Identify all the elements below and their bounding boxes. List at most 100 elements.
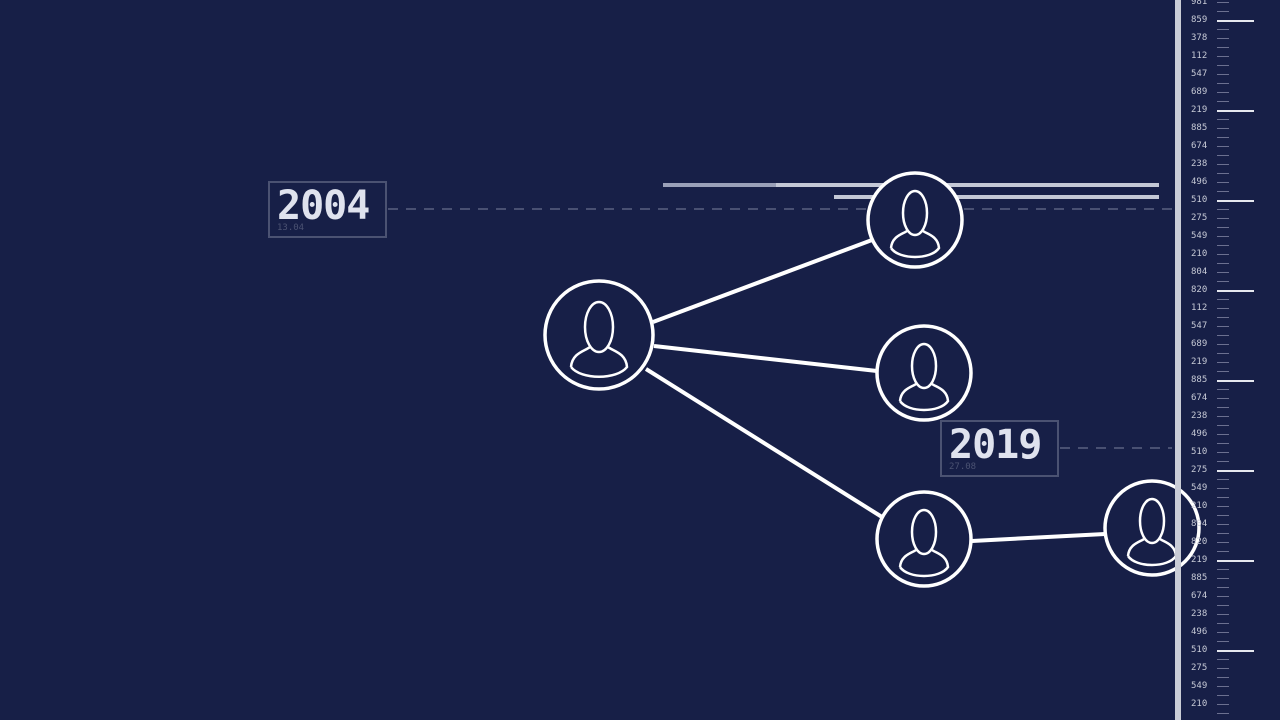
person-shoulders xyxy=(898,382,950,412)
ruler-label: 674 xyxy=(1191,591,1208,601)
ruler-label: 885 xyxy=(1191,123,1208,133)
ruler-minor-tick xyxy=(1217,596,1229,597)
ruler-minor-tick xyxy=(1217,686,1229,687)
connection-hub-bottom xyxy=(644,367,884,519)
person-head xyxy=(901,189,929,237)
ruler-minor-tick xyxy=(1217,695,1229,696)
ruler-minor-tick xyxy=(1217,11,1229,12)
person-head xyxy=(1138,497,1166,545)
ruler-major-tick xyxy=(1217,650,1254,652)
connection-hub-middle xyxy=(653,344,878,373)
ruler-minor-tick xyxy=(1217,641,1229,642)
ruler-minor-tick xyxy=(1217,452,1229,453)
ruler-label: 238 xyxy=(1191,609,1208,619)
ruler-minor-tick xyxy=(1217,119,1229,120)
ruler-label: 804 xyxy=(1191,519,1208,529)
ruler-minor-tick xyxy=(1217,209,1229,210)
ruler-label: 981 xyxy=(1191,0,1208,7)
ruler-label: 219 xyxy=(1191,555,1208,565)
person-head xyxy=(583,300,615,354)
ruler-label: 674 xyxy=(1191,141,1208,151)
ruler-label: 820 xyxy=(1191,285,1208,295)
ruler-minor-tick xyxy=(1217,713,1229,714)
ruler-minor-tick xyxy=(1217,155,1229,156)
ruler-label: 378 xyxy=(1191,33,1208,43)
ruler-minor-tick xyxy=(1217,434,1229,435)
ruler-minor-tick xyxy=(1217,164,1229,165)
ruler-label: 275 xyxy=(1191,213,1208,223)
ruler-minor-tick xyxy=(1217,605,1229,606)
ruler-label: 210 xyxy=(1191,699,1208,709)
ruler-minor-tick xyxy=(1217,425,1229,426)
ruler-label: 885 xyxy=(1191,375,1208,385)
ruler-minor-tick xyxy=(1217,623,1229,624)
ruler-minor-tick xyxy=(1217,254,1229,255)
ruler-minor-tick xyxy=(1217,56,1229,57)
ruler-major-tick xyxy=(1217,20,1254,22)
person-middle[interactable] xyxy=(875,324,973,422)
person-shoulders xyxy=(898,548,950,578)
ruler-label: 112 xyxy=(1191,303,1208,313)
ruler-label: 689 xyxy=(1191,339,1208,349)
ruler-minor-tick xyxy=(1217,299,1229,300)
ruler-label: 549 xyxy=(1191,681,1208,691)
ruler-minor-tick xyxy=(1217,335,1229,336)
ruler-minor-tick xyxy=(1217,65,1229,66)
ruler-minor-tick xyxy=(1217,578,1229,579)
ruler-major-tick xyxy=(1217,110,1254,112)
ruler-minor-tick xyxy=(1217,128,1229,129)
ruler-major-tick xyxy=(1217,470,1254,472)
ruler-minor-tick xyxy=(1217,191,1229,192)
ruler-minor-tick xyxy=(1217,515,1229,516)
ruler-label: 859 xyxy=(1191,15,1208,25)
ruler-label: 547 xyxy=(1191,321,1208,331)
ruler-minor-tick xyxy=(1217,362,1229,363)
ruler-label: 549 xyxy=(1191,231,1208,241)
ruler-minor-tick xyxy=(1217,416,1229,417)
ruler-minor-tick xyxy=(1217,173,1229,174)
person-right[interactable] xyxy=(1103,479,1201,577)
ruler-minor-tick xyxy=(1217,542,1229,543)
ruler-label: 674 xyxy=(1191,393,1208,403)
ruler-minor-tick xyxy=(1217,461,1229,462)
person-hub[interactable] xyxy=(543,279,655,391)
ruler-major-tick xyxy=(1217,290,1254,292)
ruler-label: 547 xyxy=(1191,69,1208,79)
ruler-label: 275 xyxy=(1191,663,1208,673)
ruler-label: 510 xyxy=(1191,195,1208,205)
ruler-minor-tick xyxy=(1217,263,1229,264)
ruler-minor-tick xyxy=(1217,488,1229,489)
ruler-minor-tick xyxy=(1217,632,1229,633)
connection-hub-top xyxy=(652,238,873,324)
ruler-label: 885 xyxy=(1191,573,1208,583)
ruler-label: 496 xyxy=(1191,177,1208,187)
ruler-label: 820 xyxy=(1191,537,1208,547)
year-sub-label: 27.08 xyxy=(949,462,977,472)
person-shoulders xyxy=(569,345,629,378)
year-marker-2004: 2004 13.04 xyxy=(268,181,387,238)
ruler-minor-tick xyxy=(1217,2,1229,3)
ruler-label: 804 xyxy=(1191,267,1208,277)
ruler-minor-tick xyxy=(1217,551,1229,552)
person-bottom[interactable] xyxy=(875,490,973,588)
ruler-minor-tick xyxy=(1217,146,1229,147)
ruler-minor-tick xyxy=(1217,317,1229,318)
ruler-minor-tick xyxy=(1217,371,1229,372)
ruler-minor-tick xyxy=(1217,659,1229,660)
ruler-minor-tick xyxy=(1217,101,1229,102)
person-shoulders xyxy=(889,229,941,259)
ruler-minor-tick xyxy=(1217,353,1229,354)
ruler-minor-tick xyxy=(1217,506,1229,507)
ruler-label: 238 xyxy=(1191,411,1208,421)
ruler-minor-tick xyxy=(1217,272,1229,273)
ruler-label: 112 xyxy=(1191,51,1208,61)
ruler-minor-tick xyxy=(1217,227,1229,228)
person-top[interactable] xyxy=(866,171,964,269)
ruler-label: 210 xyxy=(1191,501,1208,511)
person-head xyxy=(910,508,938,556)
ruler-minor-tick xyxy=(1217,668,1229,669)
connection-bottom-right xyxy=(971,532,1106,543)
ruler-minor-tick xyxy=(1217,29,1229,30)
ruler-label: 510 xyxy=(1191,447,1208,457)
ruler-minor-tick xyxy=(1217,218,1229,219)
